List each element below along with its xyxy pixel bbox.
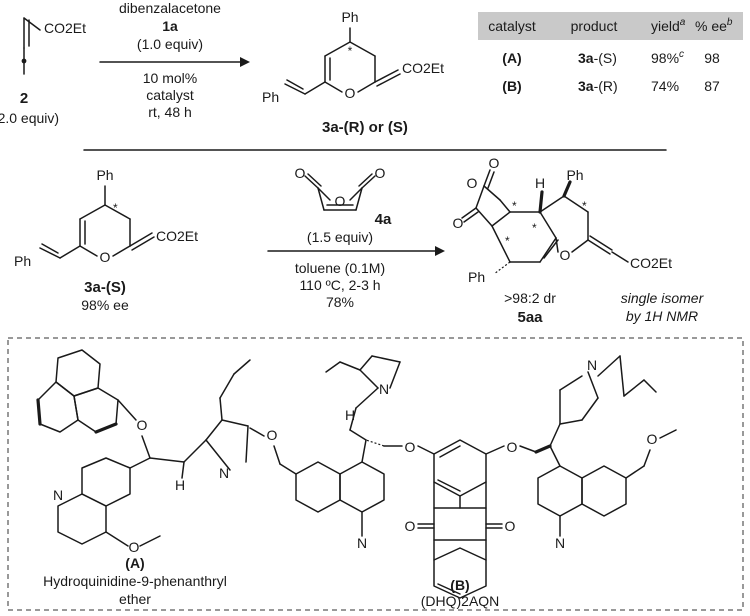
table-row-ee: 98: [704, 50, 720, 66]
table-header-ee: % eeb: [695, 17, 733, 34]
catalyst-A-name: Hydroquinidine-9-phenanthryl: [43, 573, 227, 589]
arrow-condition-loading: 10 mol%: [143, 70, 197, 86]
maleic-anhydride-reagent: O O O 4a: [295, 165, 392, 228]
results-table: catalyst product yielda % eeb (A) 3a-(S)…: [478, 12, 743, 94]
svg-text:*: *: [505, 234, 510, 248]
table-header-yield: yielda: [651, 17, 686, 34]
reagent-equiv: (2.0 equiv): [0, 110, 59, 126]
arrow-reagent-equiv: (1.0 equiv): [137, 36, 203, 52]
svg-text:O: O: [345, 85, 356, 101]
table-header-product: product: [571, 18, 618, 34]
table-header-catalyst: catalyst: [488, 18, 536, 34]
svg-text:Ph: Ph: [96, 167, 113, 183]
catalyst-A-structure: O N O N H (A) Hydroquinidine-9-phenanthr…: [36, 349, 251, 607]
svg-text:*: *: [582, 199, 587, 213]
svg-text:O: O: [129, 539, 140, 555]
reaction-arrow-2: (1.5 equiv) toluene (0.1M) 110 ºC, 2-3 h…: [267, 229, 445, 310]
svg-text:O: O: [489, 155, 500, 171]
arrow-reagent-number: 1a: [162, 18, 178, 34]
catalyst-A-name-suffix: ether: [119, 591, 151, 607]
svg-text:*: *: [113, 201, 118, 215]
condition-temperature: 110 ºC, 2-3 h: [299, 277, 380, 293]
product-label-1: 3a-(R) or (S): [322, 119, 408, 136]
svg-text:O: O: [405, 518, 416, 534]
svg-text:O: O: [507, 439, 518, 455]
arrow-condition-time: rt, 48 h: [148, 104, 192, 120]
svg-text:N: N: [379, 381, 389, 397]
table-row-product: 3a-(S): [578, 50, 617, 66]
arrow-reagent-name: dibenzalacetone: [119, 0, 221, 16]
table-row-product: 3a-(R): [578, 78, 618, 94]
condition-solvent: toluene (0.1M): [295, 260, 385, 276]
svg-text:*: *: [348, 44, 353, 58]
catalyst-A-label: (A): [125, 555, 144, 571]
allenoate-reagent: CO2Et 2 (2.0 equiv): [0, 17, 86, 126]
reagent-4a-number: 4a: [375, 211, 392, 228]
svg-text:CO2Et: CO2Et: [402, 60, 444, 76]
svg-text:H: H: [535, 175, 545, 191]
svg-text:N: N: [219, 465, 229, 481]
svg-text:O: O: [647, 431, 658, 447]
svg-text:O: O: [137, 417, 148, 433]
isomer-note: single isomer: [621, 290, 705, 306]
svg-text:*: *: [512, 199, 517, 213]
arrow-condition-catalyst: catalyst: [146, 87, 194, 103]
svg-text:Ph: Ph: [566, 167, 583, 183]
reagent-number: 2: [20, 90, 28, 107]
svg-text:H: H: [175, 477, 185, 493]
svg-text:H: H: [345, 407, 355, 423]
table-row-yield: 98%c: [651, 49, 684, 66]
diels-alder-product: O O O * * * O * H Ph CO2Et Ph >98:2 d: [453, 155, 705, 326]
catalyst-B-label: (B): [450, 577, 469, 593]
svg-text:Ph: Ph: [468, 269, 485, 285]
table-row-catalyst: (A): [502, 50, 521, 66]
svg-text:Ph: Ph: [262, 89, 279, 105]
svg-text:Ph: Ph: [14, 253, 31, 269]
table-row-ee: 87: [704, 78, 720, 94]
pyran-starting-material: Ph O * CO2Et Ph 3a-(S) 98% ee: [14, 167, 198, 313]
condition-yield: 78%: [326, 294, 354, 310]
svg-text:(1.5 equiv): (1.5 equiv): [307, 229, 373, 245]
svg-text:CO2Et: CO2Et: [630, 255, 672, 271]
product-label-5aa: 5aa: [517, 309, 543, 326]
svg-text:O: O: [375, 165, 386, 181]
svg-text:O: O: [267, 427, 278, 443]
table-row-yield: 74%: [651, 78, 679, 94]
svg-text:N: N: [53, 487, 63, 503]
svg-text:*: *: [532, 221, 537, 235]
isomer-note-nmr: by 1H NMR: [626, 308, 698, 324]
catalyst-B-structure: O O O O H N N O N: [249, 355, 677, 609]
pyran-product-1: Ph O * CO2Et Ph 3a-(R) or (S): [262, 9, 444, 136]
diastereomeric-ratio: >98:2 dr: [504, 290, 556, 306]
svg-text:CO2Et: CO2Et: [156, 228, 198, 244]
svg-text:O: O: [467, 175, 478, 191]
svg-text:O: O: [100, 249, 111, 265]
svg-text:N: N: [587, 357, 597, 373]
svg-text:Ph: Ph: [341, 9, 358, 25]
svg-text:O: O: [505, 518, 516, 534]
svg-text:O: O: [295, 165, 306, 181]
svg-text:O: O: [405, 439, 416, 455]
svg-text:O: O: [453, 215, 464, 231]
table-row-catalyst: (B): [502, 78, 521, 94]
sm-ee: 98% ee: [81, 297, 129, 313]
catalyst-B-name: (DHQ)2AQN: [421, 593, 500, 609]
reaction-arrow-1: dibenzalacetone 1a (1.0 equiv) 10 mol% c…: [99, 0, 250, 120]
ester-label: CO2Et: [44, 20, 86, 36]
svg-text:O: O: [335, 193, 346, 209]
svg-text:N: N: [555, 535, 565, 551]
sm-label: 3a-(S): [84, 279, 126, 296]
svg-text:N: N: [357, 535, 367, 551]
svg-text:O: O: [560, 247, 571, 263]
